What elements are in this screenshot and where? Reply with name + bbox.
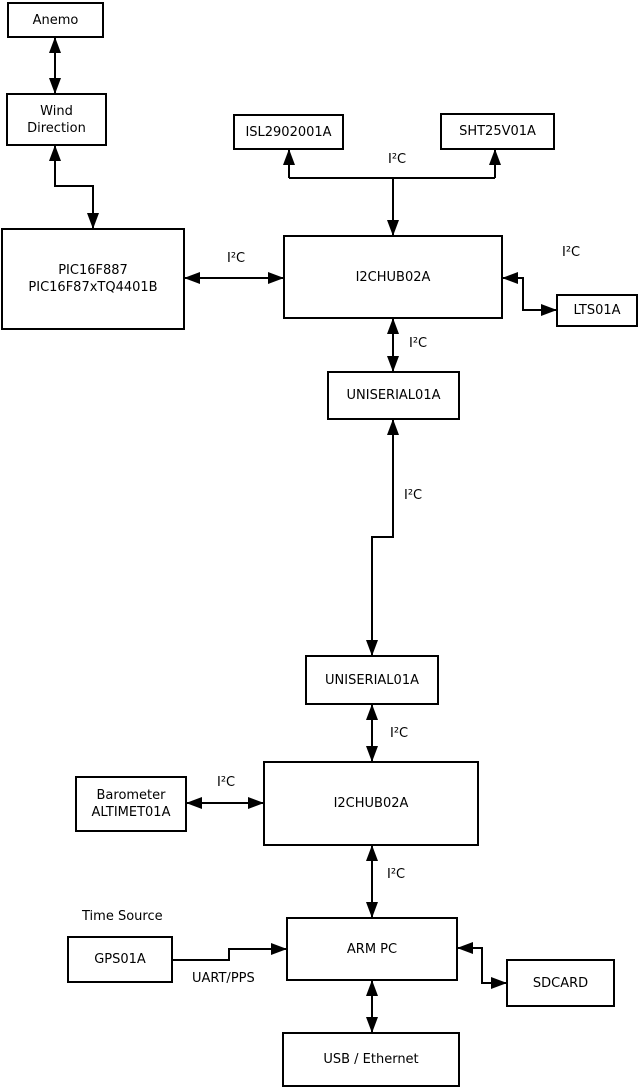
label-i2c-hub2-armpc: I²C xyxy=(387,867,406,882)
edge-wind-pic xyxy=(49,145,99,229)
node-gps-label: GPS01A xyxy=(94,952,146,967)
label-i2c-uniserial-hub2: I²C xyxy=(390,726,409,741)
label-i2c-lts: I²C xyxy=(562,245,581,260)
label-uart-pps: UART/PPS xyxy=(192,971,255,986)
node-anemo: Anemo xyxy=(7,2,104,38)
node-uniserial-lower-label: UNISERIAL01A xyxy=(325,672,419,688)
label-time-source: Time Source xyxy=(82,909,163,924)
node-isl-label: ISL2902001A xyxy=(245,124,332,140)
node-arm-pc-label: ARM PC xyxy=(346,941,398,957)
node-uniserial-upper-label: UNISERIAL01A xyxy=(346,388,441,403)
node-anemo-label: Anemo xyxy=(32,12,79,28)
node-lts: LTS01A xyxy=(556,294,638,327)
edges-group xyxy=(49,37,557,1033)
node-uniserial-lower: UNISERIAL01A xyxy=(305,655,439,705)
node-i2chub-upper: I2CHUB02A xyxy=(283,235,503,319)
node-lts-label: LTS01A xyxy=(573,303,621,318)
node-gps: GPS01A xyxy=(67,936,173,983)
node-barometer-label: ALTIMET01A xyxy=(91,805,171,820)
label-i2c-barometer: I²C xyxy=(217,775,236,790)
node-arm-pc: ARM PC xyxy=(286,917,458,981)
label-i2c-pic-hub: I²C xyxy=(227,251,246,266)
node-sht: SHT25V01A xyxy=(440,113,555,150)
edge-hub1-lts xyxy=(502,272,557,316)
node-uniserial-upper: UNISERIAL01A xyxy=(327,371,460,420)
node-sdcard: SDCARD xyxy=(506,959,615,1007)
node-i2chub-lower: I2CHUB02A xyxy=(263,761,479,846)
node-sdcard-label: SDCARD xyxy=(532,975,589,991)
edge-gps-armpc xyxy=(173,943,287,961)
node-sht-label: SHT25V01A xyxy=(459,124,536,139)
node-wind-direction-label: Wind xyxy=(40,103,73,119)
label-i2c-hub-uniserial: I²C xyxy=(409,336,428,351)
edge-uniserial1-uniserial2 xyxy=(366,419,399,656)
node-usb-ethernet-label: USB / Ethernet xyxy=(323,1052,419,1067)
node-isl: ISL2902001A xyxy=(233,114,344,150)
label-i2c-top-bus: I²C xyxy=(388,152,407,167)
node-pic-label: PIC16F887 xyxy=(58,263,128,278)
node-pic-label: PIC16F87xTQ4401B xyxy=(28,280,158,295)
node-usb-ethernet: USB / Ethernet xyxy=(282,1032,460,1087)
edge-armpc-sdcard xyxy=(457,942,507,989)
node-i2chub-upper-label: I2CHUB02A xyxy=(355,269,431,285)
label-i2c-long-link: I²C xyxy=(404,488,423,503)
node-i2chub-lower-label: I2CHUB02A xyxy=(333,796,409,811)
node-barometer-label: Barometer xyxy=(96,788,166,803)
node-wind-direction-label: Direction xyxy=(27,120,86,136)
